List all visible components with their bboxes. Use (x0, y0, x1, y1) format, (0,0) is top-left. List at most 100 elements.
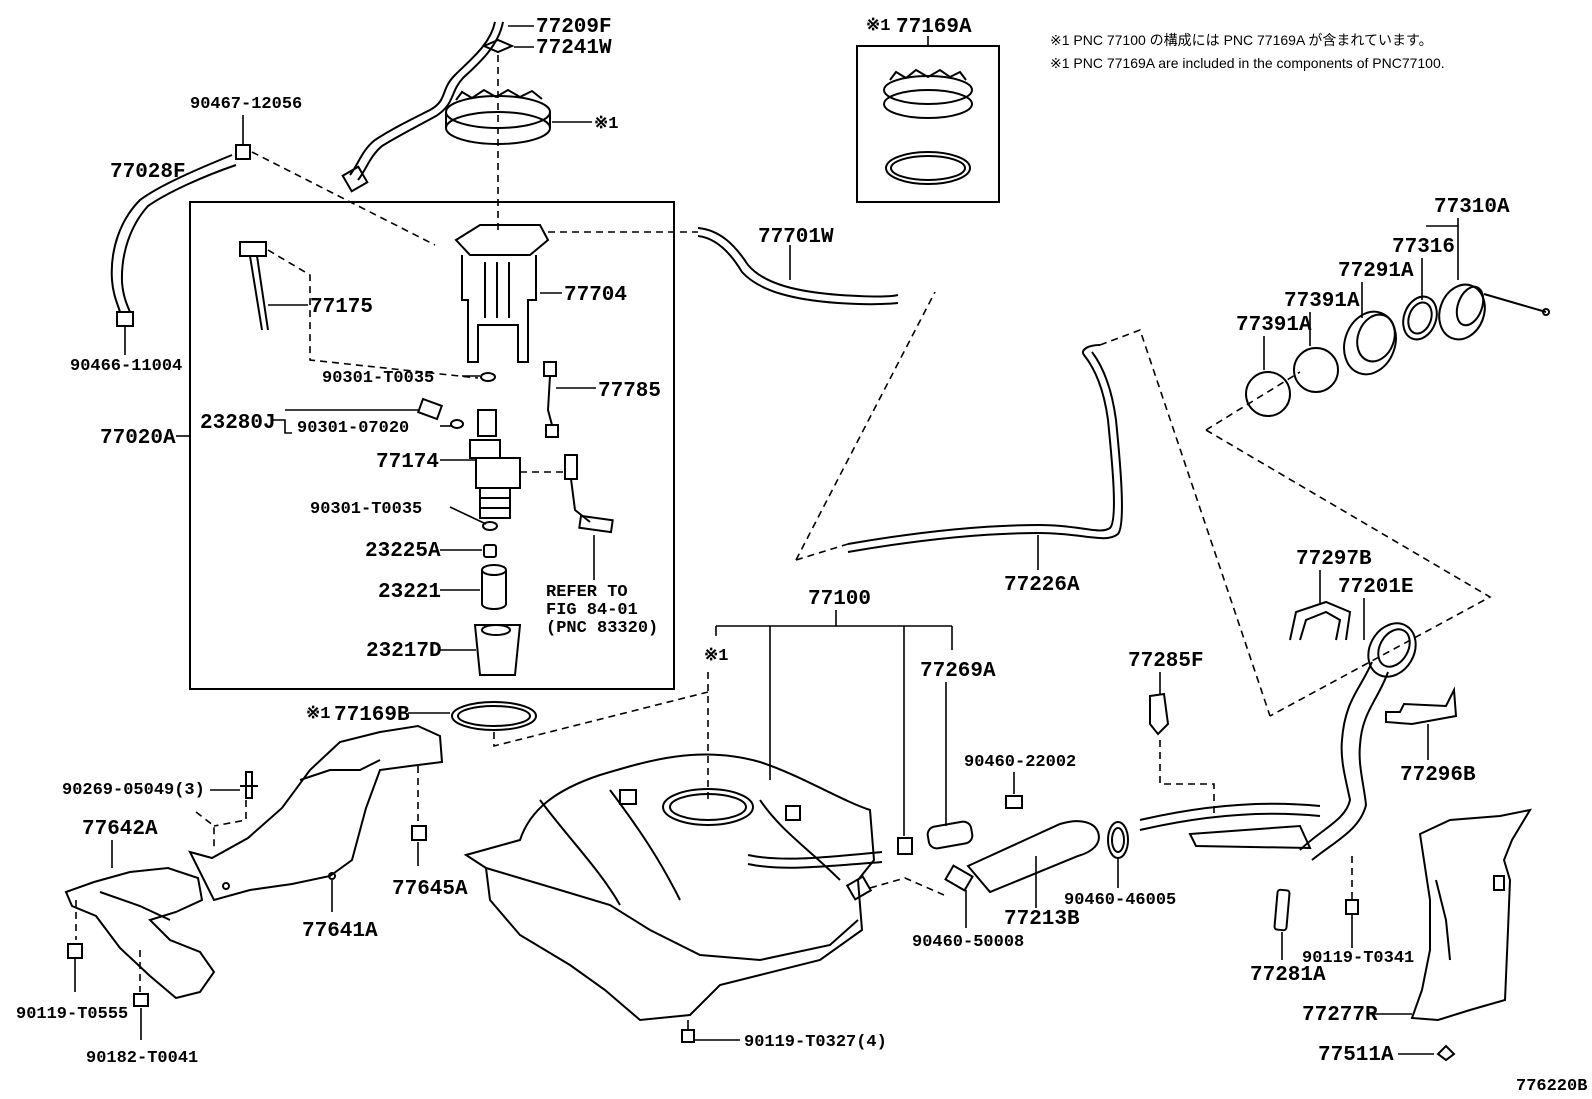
clamp-90466-11004 (116, 311, 134, 327)
figure-id: 776220B (1516, 1077, 1587, 1096)
note-english: ※1 PNC 77169A are included in the compon… (1050, 55, 1445, 71)
clip-77511a (1436, 1044, 1456, 1062)
refer-line3: (PNC 83320) (546, 619, 658, 638)
clamp-90467-12056 (235, 144, 251, 160)
label-77174: 77174 (376, 451, 439, 474)
bracket-77296b (1385, 686, 1458, 726)
gasket-77169a (885, 151, 971, 185)
protector-77642a (64, 866, 216, 1000)
label-77169b: 77169B (334, 704, 410, 727)
gasket-77316 (1402, 295, 1438, 341)
label-90467-12056: 90467-12056 (190, 95, 302, 114)
kit-box-77169a (856, 45, 1000, 203)
pump-assembly-box-77020a (189, 201, 675, 690)
label-90460-22002: 90460-22002 (964, 753, 1076, 772)
label-77310a: 77310A (1434, 196, 1510, 219)
strainer-23217d (473, 624, 522, 676)
label-77281a: 77281A (1250, 964, 1326, 987)
plug-77391a-left (1245, 371, 1291, 417)
label-23280j: 23280J (200, 412, 276, 435)
label-90466-11004: 90466-11004 (70, 357, 182, 376)
label-77704: 77704 (564, 284, 627, 307)
label-77297b: 77297B (1296, 548, 1372, 571)
wire-harness-77785 (543, 361, 559, 438)
refer-line2: FIG 84-01 (546, 601, 638, 620)
protector-77297b (1289, 600, 1352, 641)
marker-77169a: ※1 (866, 17, 890, 36)
label-90460-50008: 90460-50008 (912, 933, 1024, 952)
label-77511a: 77511A (1318, 1044, 1394, 1067)
bolt-90119-t0341 (1345, 899, 1359, 915)
label-77391a-left: 77391A (1236, 314, 1312, 337)
label-77269a: 77269A (920, 660, 996, 683)
label-77296b: 77296B (1400, 764, 1476, 787)
note-japanese: ※1 PNC 77100 の構成には PNC 77169A が含まれています。 (1050, 32, 1433, 48)
label-77291a: 77291A (1338, 260, 1414, 283)
lock-ring-marker1 (445, 88, 551, 145)
tube-77269a (926, 820, 974, 850)
label-77100: 77100 (808, 588, 871, 611)
protector-77277r (1410, 808, 1533, 1022)
clip-77269a (897, 837, 913, 855)
clip-77645a (411, 825, 427, 841)
regulator-23280j (416, 397, 444, 421)
label-77209f: 77209F (536, 16, 612, 39)
float-arm-refer (564, 454, 614, 534)
filler-neck-ring-77291a (1343, 310, 1397, 376)
clamp-90460-46005 (1107, 821, 1129, 859)
lock-ring-77169a (883, 68, 973, 119)
clip-90182-t0041 (133, 993, 149, 1007)
oring-90301-t0035-bottom (482, 521, 498, 531)
label-77169a: 77169A (896, 16, 972, 39)
label-77241w: 77241W (536, 37, 612, 60)
label-90460-46005: 90460-46005 (1064, 891, 1176, 910)
label-90119-t0327: 90119-T0327(4) (744, 1033, 887, 1052)
bolt-90119-t0555 (67, 943, 83, 959)
label-23225a: 23225A (365, 540, 441, 563)
hose-77701w (697, 227, 899, 306)
clip-90269-05049 (240, 771, 258, 799)
refer-line1: REFER TO (546, 583, 628, 602)
fuel-pump-23221 (481, 564, 507, 610)
label-77277r: 77277R (1302, 1004, 1378, 1027)
clamp-90460-50008 (944, 864, 974, 892)
hose-77209f (341, 21, 504, 193)
hose-77213b (966, 820, 1100, 894)
oring-90301-07020 (450, 419, 464, 429)
label-90269-05049: 90269-05049(3) (62, 781, 205, 800)
fuel-tank-77100 (463, 753, 945, 1022)
label-77642a: 77642A (82, 818, 158, 841)
label-77213b: 77213B (1004, 908, 1080, 931)
valve-77281a (1273, 888, 1291, 932)
label-90301-t0035-bottom: 90301-T0035 (310, 500, 422, 519)
label-90182-t0041: 90182-T0041 (86, 1049, 198, 1068)
fuel-cap-77310a (1438, 283, 1550, 341)
label-77020a: 77020A (100, 427, 176, 450)
marker-77169b: ※1 (306, 705, 330, 724)
oring-90301-t0035-top (480, 372, 496, 382)
label-77641a: 77641A (302, 920, 378, 943)
label-23217d: 23217D (366, 640, 442, 663)
label-77316: 77316 (1392, 236, 1455, 259)
filler-pipe-77201e (1139, 622, 1417, 861)
label-77226a: 77226A (1004, 574, 1080, 597)
label-77028f: 77028F (110, 161, 186, 184)
vent-tube-77226a (847, 344, 1123, 553)
label-90119-t0341: 90119-T0341 (1302, 949, 1414, 968)
marker-lock-ring: ※1 (594, 115, 618, 134)
fuel-pump-module-77704 (454, 224, 550, 363)
plug-77391a-right (1293, 347, 1339, 393)
protector-77641a (188, 724, 444, 902)
bolt-90119-t0327 (681, 1029, 695, 1043)
label-90301-t0035-top: 90301-T0035 (322, 369, 434, 388)
label-90119-t0555: 90119-T0555 (16, 1005, 128, 1024)
label-77285f: 77285F (1128, 650, 1204, 673)
cushion-23225a (483, 544, 497, 558)
label-23221: 23221 (378, 581, 441, 604)
label-77391a-right: 77391A (1284, 290, 1360, 313)
label-77201e: 77201E (1338, 576, 1414, 599)
label-77175: 77175 (310, 296, 373, 319)
sender-gauge-77175 (239, 241, 269, 331)
marker-77100: ※1 (704, 647, 728, 666)
